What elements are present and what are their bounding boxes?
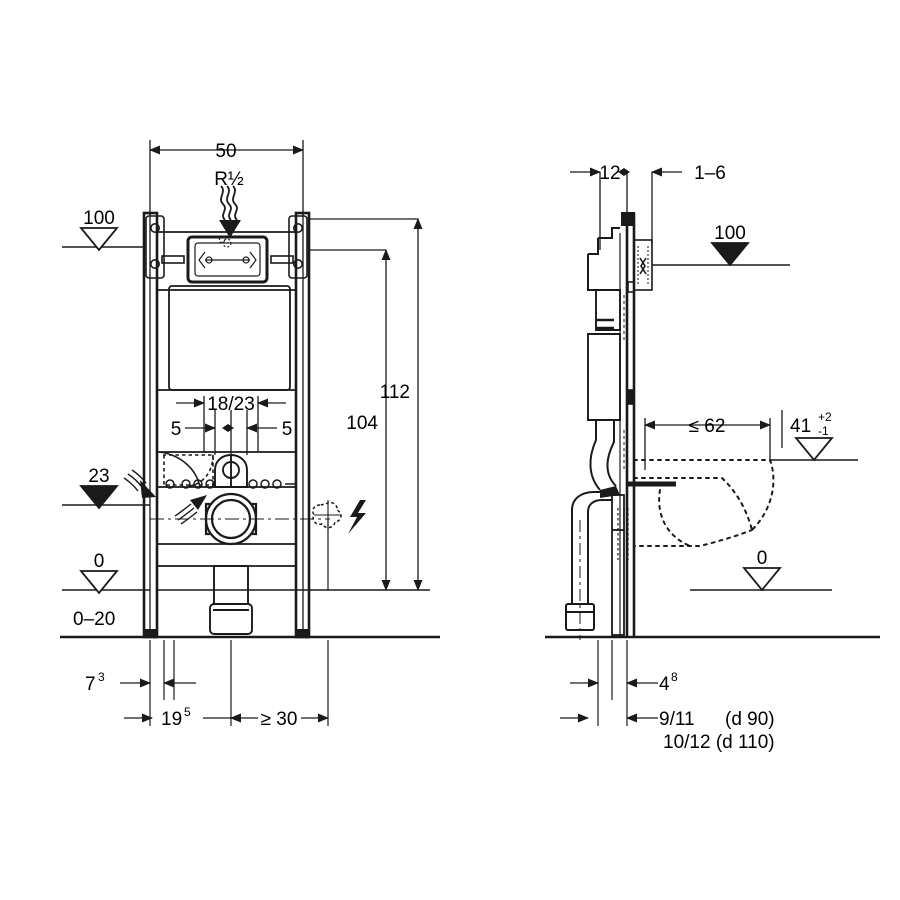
dim-12 [570, 167, 630, 250]
level-marker-41 [794, 437, 834, 462]
insert-arrow-upper [123, 469, 156, 498]
label-offset-left: 5 [171, 419, 182, 440]
front-elevation-view [60, 140, 440, 726]
label-bolt-spacing: 18/23 [207, 394, 255, 415]
label-base-4: 4 [659, 674, 670, 695]
label-base-mid-group: 19 5 [161, 705, 191, 730]
level-marker-100-side [710, 242, 750, 267]
label-offset-right: 5 [282, 419, 293, 440]
label-wall-1-6: 1–6 [694, 163, 726, 184]
label-base-left: 7 [85, 674, 96, 695]
actuator-cable-detail [218, 236, 232, 248]
label-level-0-side: 0 [757, 548, 768, 569]
dim-5-left [185, 410, 234, 455]
water-supply-arrow [219, 185, 241, 238]
label-height-41-group: 41 +2 -1 [790, 410, 832, 438]
label-base-left-group: 7 3 [85, 670, 105, 695]
side-fix-dots [617, 508, 629, 560]
level-marker-0-front [79, 570, 119, 595]
electrical-flash-icon [312, 500, 366, 590]
side-cistern-body [587, 289, 621, 421]
dim-bottom-extensions [149, 640, 329, 726]
frame-rails [157, 389, 296, 567]
label-height-112: 112 [380, 382, 410, 403]
side-flush-bend [589, 420, 620, 498]
dim-height-112 [309, 218, 423, 591]
label-pipe-90-note: (d 90) [725, 709, 775, 730]
flush-valve-assembly [214, 454, 248, 488]
side-wall-tabs [627, 281, 635, 405]
side-dim-extensions [597, 640, 628, 726]
wall-plane [625, 213, 636, 637]
label-level-0-front: 0 [94, 551, 105, 572]
side-trap-pipe [565, 491, 612, 631]
label-height-104: 104 [346, 413, 378, 434]
actuator-inner [194, 242, 261, 277]
label-base-left-sup: 3 [98, 670, 105, 684]
label-base-mid-sup: 5 [184, 705, 191, 719]
dim-18-23 [176, 396, 286, 452]
level-marker-0-side [742, 567, 782, 592]
dim-height-104 [309, 249, 391, 591]
side-actuator-box [633, 239, 653, 291]
label-height-41: 41 [790, 416, 811, 437]
concealed-bend-outline [163, 454, 214, 487]
dim-1-6 [651, 167, 682, 245]
label-base-mid: 19 [161, 709, 182, 730]
side-connection-channel [611, 494, 625, 636]
label-pipe-90: 9/11 [659, 709, 695, 730]
label-thread-note: R½ [214, 169, 244, 190]
label-tol-plus: +2 [818, 410, 832, 424]
label-depth-12: 12 [599, 163, 620, 184]
mounting-plate-left [145, 215, 165, 279]
dim-5-right [246, 410, 277, 455]
drop-pipe [209, 565, 253, 635]
actuator-opening [186, 235, 269, 284]
label-pipe-110: 10/12 (d 110) [663, 732, 775, 753]
frame-uprights-inner [149, 213, 304, 637]
label-projection-62: ≤ 62 [689, 416, 726, 437]
frame-tabs [161, 255, 294, 264]
label-base-right: ≥ 30 [261, 709, 298, 730]
level-marker-23 [79, 485, 119, 510]
mounting-plate-right [288, 215, 308, 279]
bolt-row [165, 479, 296, 489]
dim-le-62 [644, 418, 771, 470]
frame-curve [159, 451, 201, 488]
level-marker-100-front [79, 227, 119, 252]
labels-layer: 50 R½ 100 23 0 0–20 18/23 5 5 104 112 7 … [73, 141, 832, 753]
label-base-4-sup: 8 [671, 670, 678, 684]
label-tol-minus: -1 [818, 424, 829, 438]
wc-bowl-outline [633, 459, 775, 547]
insert-arrow-lower [174, 495, 207, 525]
label-tolerance-0-20: 0–20 [73, 609, 115, 630]
label-level-100-front: 100 [83, 208, 115, 229]
label-width-50: 50 [215, 141, 236, 162]
label-level-23: 23 [88, 466, 109, 487]
dim-width-50 [149, 140, 304, 216]
foot-brackets [143, 556, 310, 638]
side-elevation-view [545, 167, 880, 726]
label-level-100-side: 100 [714, 223, 746, 244]
label-base-4-group: 4 8 [659, 670, 678, 695]
